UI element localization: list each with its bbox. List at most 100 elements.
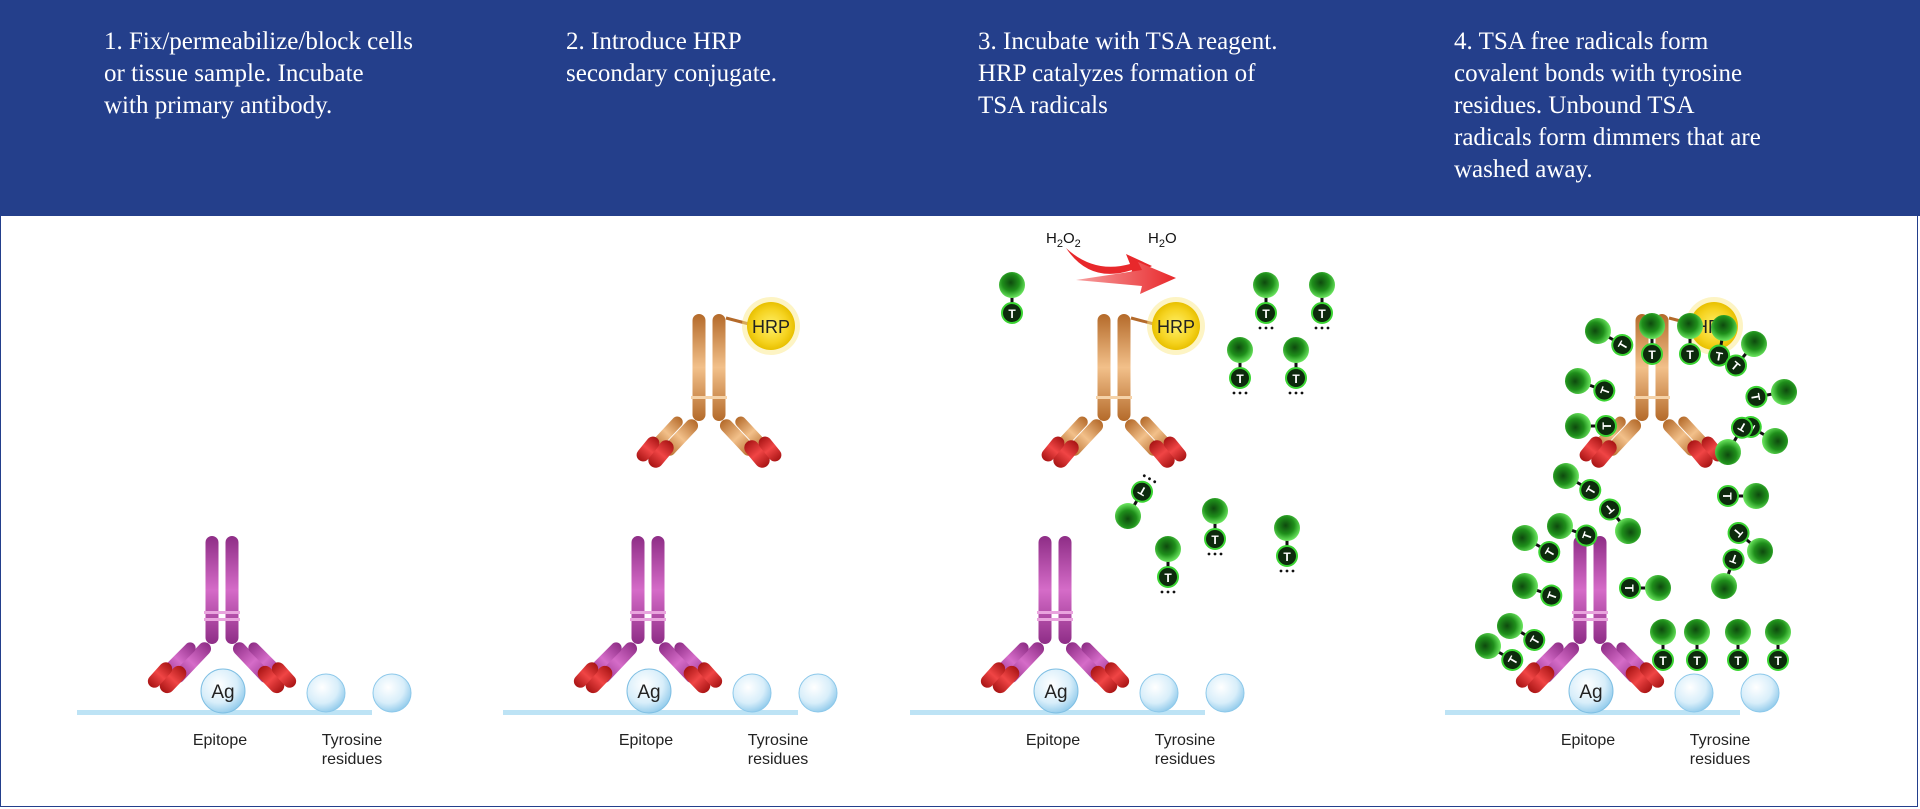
epitope-label: Epitope	[1026, 732, 1080, 749]
primary-tip	[585, 665, 613, 694]
tsa-fluorophore	[1765, 619, 1791, 645]
tyramide-ball	[1652, 649, 1674, 671]
tsa-molecule: T	[999, 272, 1025, 324]
tsa-fluorophore	[1274, 515, 1300, 541]
tsa-fluorophore	[1615, 518, 1641, 544]
tyramide-ball	[1727, 522, 1750, 545]
tsa-fluorophore	[1202, 498, 1228, 524]
tsa-fluorophore	[1715, 439, 1741, 465]
tyramide-label: T	[1600, 422, 1614, 430]
disulfide-bond	[1096, 396, 1132, 399]
straight-arrow	[1076, 262, 1176, 294]
tsa-molecule: T	[1283, 337, 1309, 395]
tyramide-ball	[1686, 649, 1708, 671]
disulfide-bond	[1037, 611, 1073, 614]
radical-dot	[1291, 569, 1295, 573]
primary-tip	[271, 662, 297, 688]
tyrosine-label: Tyrosine	[1155, 732, 1216, 749]
tyramide-label: T	[1748, 392, 1763, 402]
secondary-tip	[1163, 436, 1187, 462]
tsa-molecule: T	[1717, 483, 1769, 509]
disulfide-bond	[1572, 618, 1608, 621]
primary-antibody	[147, 536, 297, 694]
tsa-molecule: T	[1202, 498, 1228, 556]
tyramide-ball	[1641, 343, 1663, 365]
tyramide-label: T	[1318, 307, 1326, 321]
secondary-heavy-chain	[1097, 314, 1111, 421]
tsa-fluorophore	[1762, 428, 1788, 454]
disulfide-bond	[204, 618, 240, 621]
tsa-molecule: T	[1725, 331, 1767, 377]
antigen-bubble	[626, 668, 672, 714]
tyramide-ball	[1255, 302, 1277, 324]
tyramide-ball	[1595, 415, 1617, 437]
tsa-fluorophore	[999, 272, 1025, 298]
primary-tip	[1104, 662, 1130, 688]
tsa-fluorophore	[1553, 463, 1579, 489]
tsa-molecule: T	[1565, 368, 1616, 402]
tyramide-label: T	[1164, 571, 1172, 585]
radical-dot	[1285, 569, 1289, 573]
tsa-molecule: T	[1227, 337, 1253, 395]
tsa-fluorophore	[1711, 315, 1737, 341]
step-3-text: 3. Incubate with TSA reagent. HRP cataly…	[978, 28, 1278, 119]
radical-dot	[1294, 391, 1298, 395]
epitope-label: Epitope	[1561, 732, 1615, 749]
tsa-fluorophore	[1711, 573, 1737, 599]
tsa-molecule: T	[1727, 522, 1773, 564]
tsa-molecule: T	[1553, 463, 1602, 501]
primary-tip	[1527, 665, 1555, 694]
tsa-molecule: T	[1309, 272, 1335, 330]
tyramide-label: T	[1211, 533, 1219, 547]
tsa-fluorophore	[1585, 318, 1611, 344]
tyramide-ball	[1229, 367, 1251, 389]
secondary-tip	[636, 436, 660, 462]
radical-dot	[1314, 326, 1318, 330]
radical-dot	[1244, 391, 1248, 395]
tsa-fluorophore	[1771, 379, 1797, 405]
secondary-antibody: HRP	[1041, 297, 1205, 468]
radical-dot	[1288, 391, 1292, 395]
tyrosine-residue	[306, 673, 346, 713]
tyramide-ball	[1523, 629, 1546, 651]
tsa-molecule: T	[1497, 613, 1546, 651]
tsa-fluorophore	[1565, 413, 1591, 439]
primary-tip	[147, 662, 173, 688]
tsa-fluorophore	[1741, 331, 1767, 357]
tyramide-ball	[1538, 541, 1561, 563]
primary-tip	[257, 665, 285, 694]
tsa-fluorophore	[1497, 613, 1523, 639]
tsa-molecule: T	[1512, 525, 1561, 563]
tyramide-ball	[1722, 548, 1745, 571]
radical-dot	[1213, 552, 1217, 556]
tyramide-ball	[1727, 649, 1749, 671]
tyramide-ball	[1745, 385, 1768, 408]
step-2-text: 2. Introduce HRP secondary conjugate.	[566, 28, 778, 87]
radical-dot	[1172, 590, 1176, 594]
radical-dot	[1142, 474, 1146, 478]
disulfide-bond	[630, 611, 666, 614]
tyramide-ball	[1611, 334, 1634, 356]
tyramide-label: T	[1774, 654, 1782, 668]
tsa-fluorophore	[1565, 368, 1591, 394]
tyrosine-residue	[1740, 673, 1780, 713]
tsa-molecule: T	[1677, 313, 1703, 365]
hrp-label: HRP	[1157, 317, 1195, 337]
primary-tip	[980, 662, 1006, 688]
tsa-fluorophore	[1115, 503, 1141, 529]
secondary-tip	[1591, 440, 1617, 468]
secondary-tip	[744, 440, 770, 468]
primary-heavy-chain	[1038, 536, 1052, 644]
tyramide-ball	[1276, 545, 1298, 567]
tsa-fluorophore	[1677, 313, 1703, 339]
tsa-fluorophore	[1227, 337, 1253, 363]
primary-tip	[159, 665, 187, 694]
tyramide-label: T	[1008, 307, 1016, 321]
step-4-text: 4. TSA free radicals form covalent bonds…	[1454, 28, 1761, 183]
tyrosine-label: residues	[322, 751, 382, 768]
primary-tip	[1625, 665, 1653, 694]
